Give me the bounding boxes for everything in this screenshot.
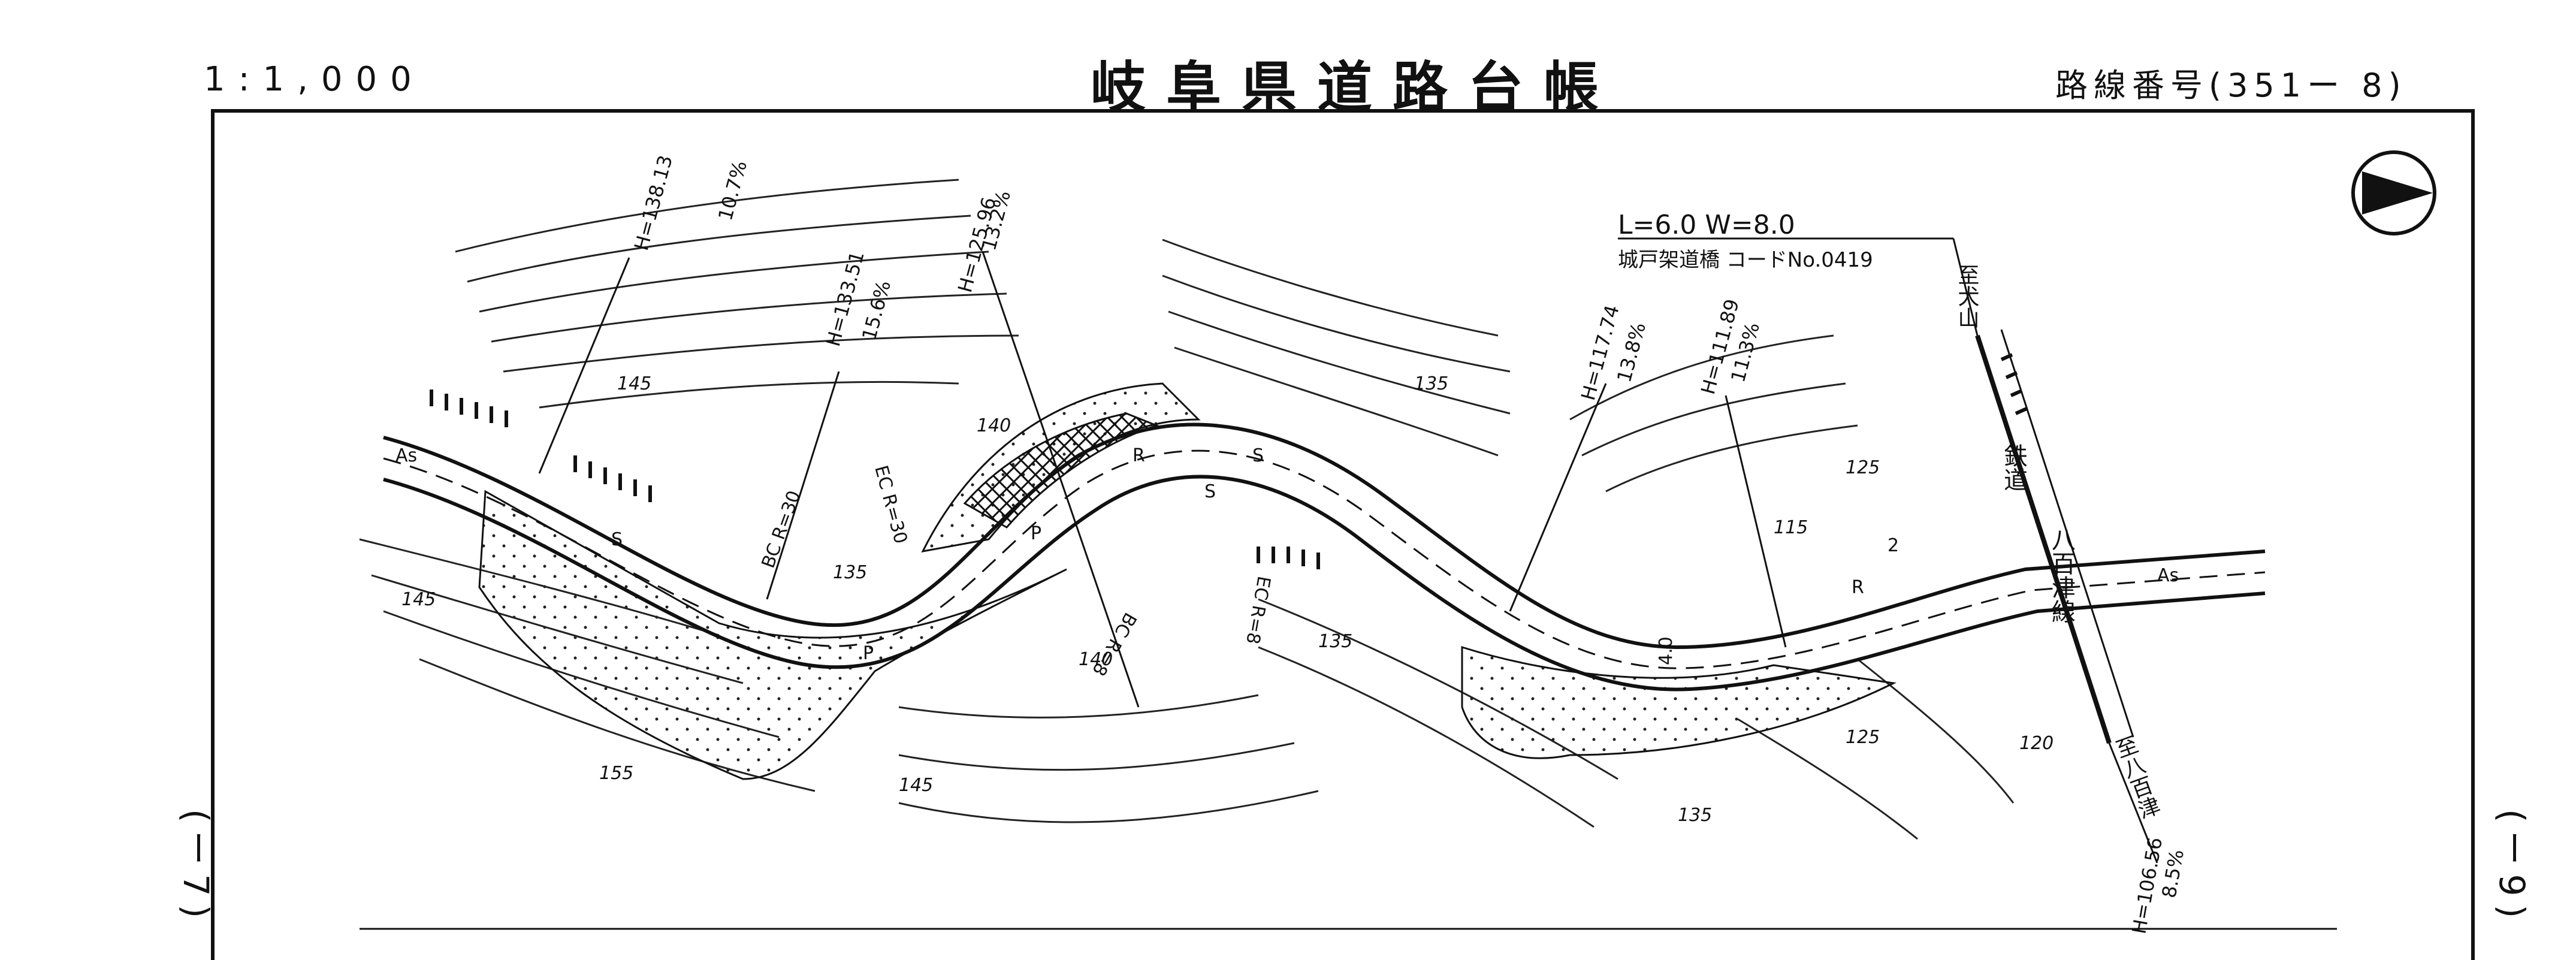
profile-elevation: H=138.13 xyxy=(630,153,677,253)
surface-label: R xyxy=(1852,577,1864,598)
contour-label: 140 xyxy=(1079,649,1113,670)
profile-grade: 13.8% xyxy=(1612,320,1650,385)
bridge-dimensions: L=6.0 W=8.0 xyxy=(1618,210,1795,240)
surface-label: As xyxy=(395,445,417,466)
route-number: 路線番号(351ー 8) xyxy=(2055,67,2407,104)
surface-label: As xyxy=(2157,565,2179,586)
destination-north: 至犬山 xyxy=(1955,264,1979,328)
adjacent-sheet-right: (ー9) xyxy=(2492,809,2532,927)
route-label-line: 八百津線 xyxy=(2047,527,2075,623)
contour-label: 115 xyxy=(1774,517,1808,538)
fill-area-east xyxy=(1461,645,1896,759)
contour-label: 145 xyxy=(617,373,651,394)
bridge-name: 城戸架道橋 コードNo.0419 xyxy=(1618,248,1873,272)
surface-label: P xyxy=(1031,523,1041,544)
contour-lines xyxy=(359,179,2015,840)
map-frame xyxy=(211,109,2475,960)
profile-grade: 10.7% xyxy=(714,158,751,223)
map-scale: 1:1,000 xyxy=(204,60,425,99)
contour-label: 135 xyxy=(1678,805,1712,826)
profile-elevation: H=117.74 xyxy=(1577,303,1624,403)
small-number: 4.0 xyxy=(1656,636,1677,665)
surface-label: P xyxy=(863,643,874,664)
contour-label: 145 xyxy=(899,775,933,796)
bridge-callout xyxy=(1618,237,1979,336)
surface-label: S xyxy=(611,529,623,550)
destination-south: 至八百津 xyxy=(2110,733,2163,822)
curve-label: EC R=30 xyxy=(870,463,911,546)
contour-label: 135 xyxy=(1318,631,1352,652)
route-label-rail: 鉄道 xyxy=(2000,443,2027,491)
contour-label: 120 xyxy=(2019,733,2053,754)
adjacent-sheet-left: (ー7) xyxy=(176,809,216,927)
surface-label: R xyxy=(1133,445,1145,466)
railway xyxy=(1975,329,2134,744)
main-road xyxy=(383,422,2266,692)
north-arrow-icon xyxy=(2351,150,2436,236)
contour-label: 140 xyxy=(977,415,1011,436)
slope-ticks xyxy=(430,353,2028,569)
contour-label: 155 xyxy=(599,763,633,784)
profile-leader-lines xyxy=(538,251,2158,864)
curve-label: BC R=30 xyxy=(758,488,805,571)
curve-label: EC R=8 xyxy=(1242,575,1274,646)
contour-label: 135 xyxy=(1414,373,1448,394)
contour-label: 125 xyxy=(1846,457,1880,478)
surface-label: S xyxy=(1252,445,1264,466)
contour-label: 135 xyxy=(833,562,867,583)
surface-label: S xyxy=(1204,481,1216,502)
profile-grade: 15.6% xyxy=(857,278,895,343)
surface-label: 2 xyxy=(1888,535,1899,556)
contour-label: 125 xyxy=(1846,727,1880,748)
contour-label: 145 xyxy=(401,589,436,610)
